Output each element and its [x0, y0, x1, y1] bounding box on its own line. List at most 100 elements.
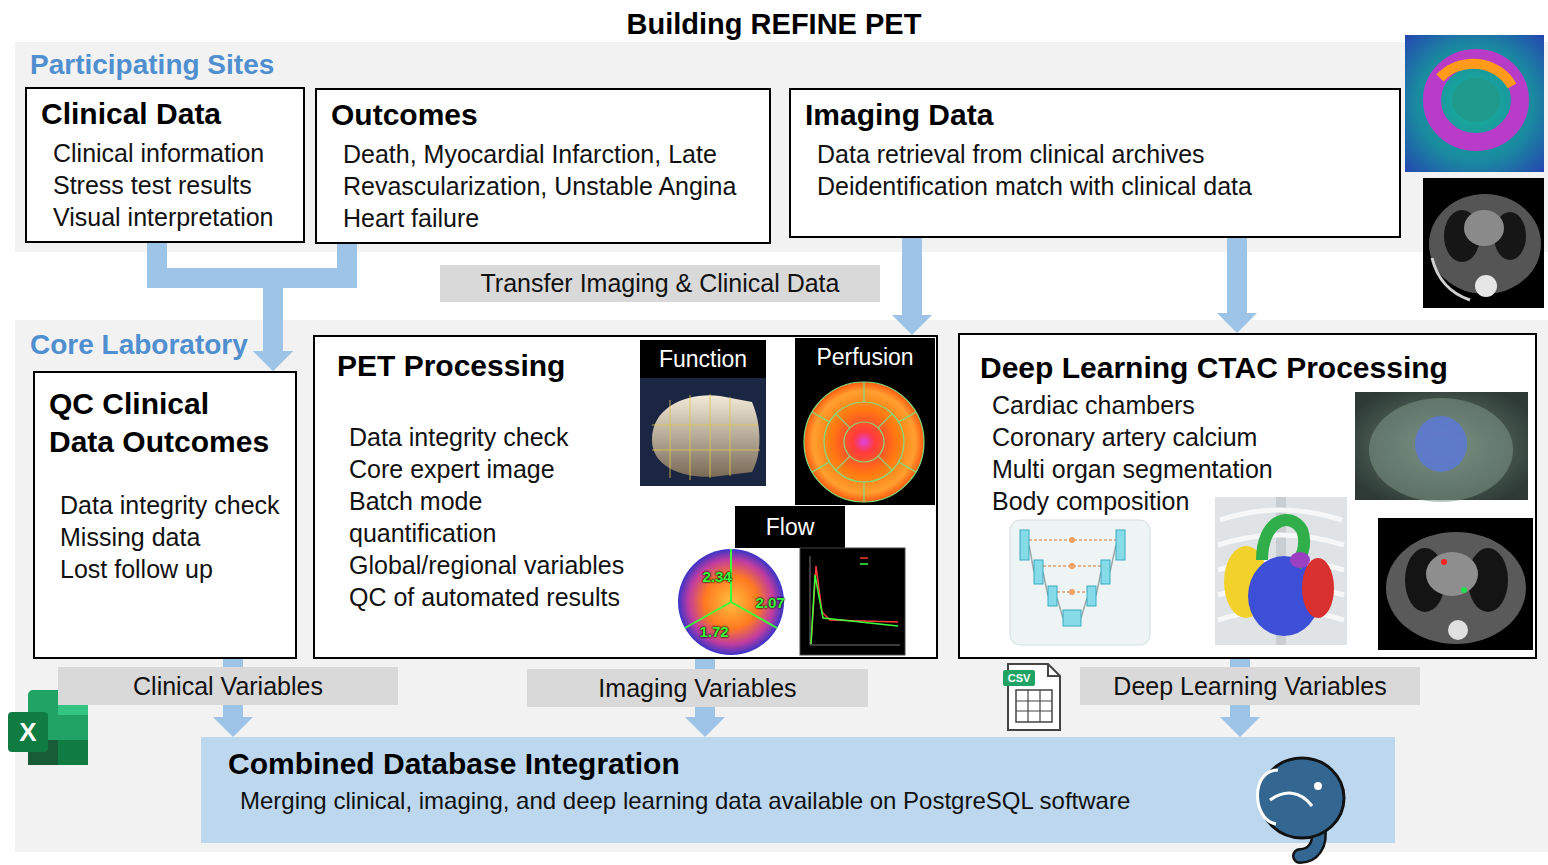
ct-body: [1386, 532, 1526, 644]
myocardium-ring: [1432, 58, 1520, 142]
box-text: Data integrity check: [60, 489, 285, 521]
label-text: Transfer Imaging & Clinical Data: [440, 265, 880, 302]
panel-tab-ground: [735, 506, 845, 548]
process-box: OutcomesDeath, Myocardial Infarction, La…: [315, 88, 771, 244]
unet-node: [1069, 589, 1075, 595]
function-background: [640, 378, 766, 486]
arrow-head: [1217, 313, 1257, 333]
box-text: Core expert image: [349, 453, 926, 485]
edge-label: Imaging Variables: [527, 669, 868, 707]
flow-image: [678, 506, 905, 655]
arrow-head: [213, 717, 253, 737]
unet-layer: [1087, 586, 1096, 606]
lab-band: Core LaboratoryQC Clinical Data Outcomes…: [15, 320, 1548, 852]
band-ground: [15, 42, 1548, 252]
box-text: Death, Myocardial Infarction, Late Revas…: [343, 138, 738, 202]
unet-layer: [1048, 586, 1057, 606]
process-box: Deep Learning CTAC ProcessingCardiac cha…: [958, 333, 1537, 659]
box-text: Global/regional variables: [349, 549, 926, 581]
arrow-head: [685, 717, 725, 737]
ct-calcium-image: [1378, 518, 1533, 650]
ct-background: [1423, 178, 1544, 308]
tissue-curve: [811, 575, 898, 644]
heart-render-image: [1215, 497, 1347, 645]
ventricle: [1302, 558, 1334, 618]
arrow-head: [892, 315, 932, 335]
box-heading: Imaging Data: [805, 96, 1389, 134]
panel-tab-label: Flow: [735, 506, 845, 548]
file-grid: [1016, 690, 1052, 722]
edge-label-slot: Imaging Variables: [527, 669, 868, 707]
elephant-line: [1270, 793, 1312, 806]
box-text: Lost follow up: [60, 553, 285, 585]
file-fold: [1048, 664, 1060, 676]
function-image: [640, 340, 766, 486]
box-text: Clinical information: [53, 137, 293, 169]
box-text: Data integrity check: [349, 421, 926, 453]
label-text: 1.72: [692, 623, 736, 641]
box-text: Visual interpretation: [53, 201, 293, 233]
pet-slice-image: [1405, 35, 1544, 172]
file-badge-label: CSV: [1003, 670, 1035, 686]
unet-layer: [1116, 530, 1125, 560]
box-ground: [789, 88, 1401, 238]
block-arrow: [892, 238, 932, 335]
block-arrow: [1217, 238, 1257, 333]
box-text: Batch mode quantification: [349, 485, 569, 549]
box-text: Heart failure: [343, 202, 759, 234]
diagram-title: Building REFINE PET: [0, 4, 1548, 44]
render-background: [1215, 497, 1347, 645]
box-heading: Clinical Data: [41, 95, 293, 133]
perfusion-background: [795, 338, 935, 505]
territory-lines: [685, 549, 777, 628]
curve-key: [860, 557, 868, 559]
arrow-head: [1220, 717, 1260, 737]
process-box: QC Clinical Data OutcomesData integrity …: [33, 371, 297, 659]
site-band: Participating SitesClinical DataClinical…: [15, 42, 1548, 252]
box-ground: [313, 335, 938, 659]
edge-label-slot: Deep Learning Variables: [1080, 667, 1420, 705]
edge-label: Deep Learning Variables: [1080, 667, 1420, 705]
transfer-label: Transfer Imaging & Clinical Data: [440, 265, 880, 302]
elephant-eye: [1314, 782, 1322, 790]
pet-background: [1405, 35, 1544, 172]
segment-lines: [812, 382, 916, 502]
box-text: Body composition: [992, 485, 1525, 517]
edge-label: Clinical Variables: [58, 667, 398, 705]
heart-volume: [1415, 416, 1467, 472]
polar-ring: [844, 422, 884, 462]
process-box: Clinical DataClinical informationStress …: [25, 87, 305, 243]
atrium: [1290, 552, 1310, 568]
flow-value: 2.34: [695, 568, 739, 586]
box-heading: QC Clinical Data Outcomes: [49, 385, 276, 461]
box-text: Stress test results: [53, 169, 293, 201]
csv-file-icon: [1003, 664, 1060, 730]
arrow-head: [253, 351, 293, 371]
body-render-image: [1355, 392, 1528, 502]
box-heading: Combined Database Integration: [228, 745, 1385, 783]
file-badge: [1003, 670, 1035, 686]
unet-layer: [1020, 530, 1029, 560]
polar-map: [804, 382, 924, 502]
panel-tab-label: Function: [640, 340, 766, 378]
box-text: Data retrieval from clinical archives: [817, 138, 1389, 170]
process-box: Imaging DataData retrieval from clinical…: [789, 88, 1401, 238]
ct-rib: [1432, 258, 1470, 300]
box-text: Multi organ segmentation: [992, 453, 1525, 485]
panel-tab-label: Perfusion: [795, 340, 935, 374]
unet-panel: [1010, 520, 1150, 645]
curve-axes: [810, 556, 900, 645]
box-heading: Deep Learning CTAC Processing: [980, 349, 1525, 387]
perfusion-image: [795, 338, 935, 505]
polar-ring: [804, 382, 924, 502]
label-text: 2.34: [695, 568, 739, 586]
flow-value: 1.72: [692, 623, 736, 641]
panel-tab-ground: [640, 340, 766, 378]
ct-spine: [1448, 620, 1468, 640]
ct-heart: [1426, 552, 1478, 596]
band-ground: [15, 320, 1548, 852]
unet-layer: [1063, 610, 1081, 626]
